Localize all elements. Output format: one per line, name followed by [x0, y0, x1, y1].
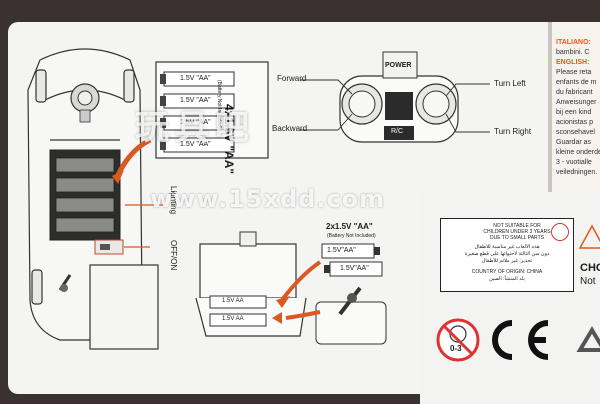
- battery-cover-knob: [70, 83, 100, 123]
- car-battery-compartment: [49, 149, 121, 241]
- recycle-icon: [576, 326, 600, 352]
- multilingual-line: veiledningen.: [556, 169, 598, 176]
- country-of-origin-ar: بلد المنشأ: الصين: [489, 276, 525, 282]
- warning-arabic-1: هذه الالعاب غير مناسبة للاطفال: [474, 244, 540, 250]
- warning-title-3: DUE TO SMALL PARTS: [490, 235, 544, 241]
- multilingual-panel: [552, 22, 600, 192]
- partial-warning-text: Not: [580, 276, 596, 287]
- warning-triangle-right-icon: [578, 224, 600, 249]
- remote-cell-2-label: 1.5V"AA": [340, 265, 369, 272]
- age-warning-icon: [436, 318, 480, 362]
- forward-label: Forward: [277, 74, 307, 83]
- remote-controller: [339, 51, 459, 143]
- partial-warning-heading: CHO: [580, 262, 600, 274]
- multilingual-line: Anweisunger: [556, 99, 597, 106]
- warning-arabic-2: دون سن الثالثة لاحتوائها على قطع صغيرة: [464, 251, 550, 257]
- remote-battery-note: (Battery Not Included): [327, 233, 376, 239]
- remote-slot-a-label: 1.5V AA: [222, 298, 244, 304]
- multilingual-line: enfants de m: [556, 79, 597, 86]
- remote-battery-cells: [315, 243, 387, 345]
- watermark-url: www.15xdd.com: [150, 185, 386, 213]
- remote-rc-label: R/C: [391, 128, 404, 135]
- battery-cell-label-2: 1.5V "AA": [180, 97, 211, 104]
- arrow-cells-to-remote: [280, 260, 322, 302]
- country-of-origin: COUNTRY OF ORIGIN: CHINA: [471, 269, 543, 275]
- remote-battery-label: 2x1.5V "AA": [326, 222, 373, 231]
- arrow-cover-to-remote: [285, 310, 321, 320]
- multilingual-line: ITALIANO:: [556, 39, 591, 46]
- panel-edge: [548, 22, 552, 192]
- battery-box-4aa: [155, 61, 269, 159]
- multilingual-line: ENGLISH:: [556, 59, 590, 66]
- off-on-label: OFF/ON: [169, 240, 178, 271]
- remote-back-view: [195, 231, 307, 337]
- battery-cell-label-3: 1.5V "AA": [180, 119, 211, 126]
- multilingual-line: acionistas p: [556, 119, 593, 126]
- warning-title-2: CHILDREN UNDER 3 YEARS: [483, 229, 551, 235]
- turn-right-label: Turn Right: [494, 127, 532, 136]
- backward-label: Backward: [272, 124, 308, 133]
- car-switch-area: [58, 239, 159, 350]
- warning-arabic-3: تحذير: غير ملائم للأطفال: [481, 258, 533, 264]
- arrow-battery-to-car: [115, 137, 152, 177]
- remote-callout-lines: [300, 79, 490, 133]
- multilingual-line: bij een kind: [556, 109, 592, 116]
- remote-slot-b-label: 1.5V AA: [222, 316, 244, 322]
- battery-cell-label-4: 1.5V "AA": [180, 141, 211, 148]
- no-child-icon: [551, 223, 569, 241]
- turn-left-label: Turn Left: [494, 79, 526, 88]
- multilingual-line: sconsehavel: [556, 129, 595, 136]
- multilingual-line: Guardar as: [556, 139, 592, 146]
- warning-title-1: NOT SUITABLE FOR: [493, 223, 541, 229]
- multilingual-line: bambini. C: [556, 49, 590, 56]
- multilingual-line: Please reta: [556, 69, 592, 76]
- battery-cell-label-1: 1.5V "AA": [180, 75, 211, 82]
- remote-brand-label: POWER: [385, 62, 412, 69]
- multilingual-line: kleine onderde: [556, 149, 600, 156]
- multilingual-line: du fabricant: [556, 89, 593, 96]
- ce-mark-icon: [492, 320, 549, 360]
- remote-cell-1-label: 1.5V"AA": [327, 247, 356, 254]
- watermark-chinese: 玩具吧: [135, 109, 255, 147]
- multilingual-line: 3 - vuotialle: [556, 159, 592, 166]
- small-parts-warning-box: NOT SUITABLE FOR CHILDREN UNDER 3 YEARS …: [440, 218, 574, 292]
- age-mark-label: 0-3: [450, 344, 462, 353]
